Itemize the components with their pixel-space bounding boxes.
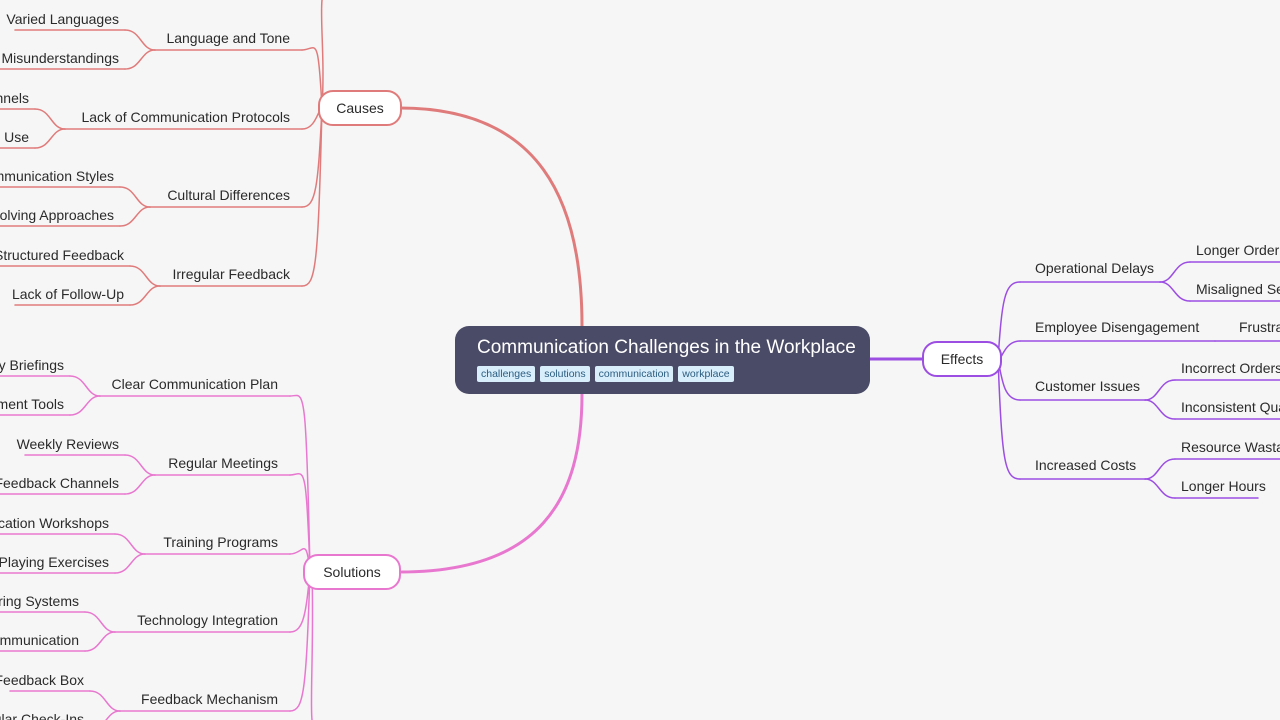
solutions-leaf-connector-weekly-reviews (124, 454, 156, 476)
solutions-leaf-connector-feedback-box (89, 690, 121, 712)
solutions-trunk-clear-communication-plan (289, 394, 311, 573)
solutions-subtopic-training-programs[interactable]: Training Programs (163, 534, 278, 550)
causes-leaf-connector-e-misunderstandings (124, 49, 156, 70)
solutions-leaf-connector-nication-workshops (114, 533, 146, 555)
effects-leaf-resource-wastage[interactable]: Resource Wastage (1181, 439, 1280, 455)
effects-node-label: Effects (941, 351, 984, 367)
effects-leaf-connector-longer-order-t (1159, 261, 1191, 283)
solutions-leaf-le-playing-exercises[interactable]: le-Playing Exercises (0, 554, 109, 570)
effects-leaf-longer-hours[interactable]: Longer Hours (1181, 478, 1266, 494)
solutions-leaf-n-feedback-channels[interactable]: n Feedback Channels (0, 475, 119, 491)
solutions-leaf-connector-ommunication (84, 631, 116, 652)
solutions-subtopic-clear-communication-plan[interactable]: Clear Communication Plan (111, 376, 278, 392)
root-topic-title: Communication Challenges in the Workplac… (477, 337, 856, 358)
causes-subtopic-irregular-feedback[interactable]: Irregular Feedback (172, 266, 291, 282)
causes-leaf-annels[interactable]: annels (0, 90, 29, 106)
root-tags: challenges solutions communication workp… (477, 366, 848, 382)
causes-node[interactable]: Causes (318, 90, 402, 126)
solutions-subtopic-regular-meetings[interactable]: Regular Meetings (168, 455, 278, 471)
solutions-leaf-weekly-reviews[interactable]: Weekly Reviews (17, 436, 119, 452)
causes-leaf-lack-of-follow-up[interactable]: Lack of Follow-Up (12, 286, 124, 302)
causes-node-label: Causes (336, 100, 383, 116)
solutions-leaf-connector-egular-check-ins (105, 710, 121, 720)
solutions-leaf-connector-ly-briefings (69, 375, 101, 397)
causes-node-frame (318, 90, 402, 126)
effects-leaf-inconsistent-qua[interactable]: Inconsistent Qua (1181, 399, 1280, 415)
causes-leaf-varied-languages[interactable]: Varied Languages (6, 11, 119, 27)
root-to-solutions-connector (398, 392, 584, 574)
solutions-offscreen-connector (310, 571, 314, 720)
effects-leaf-incorrect-orders[interactable]: Incorrect Orders (1181, 360, 1280, 376)
effects-subtopic-increased-costs[interactable]: Increased Costs (1035, 457, 1136, 473)
solutions-trunk-feedback-mechanism (289, 571, 311, 712)
causes-leaf-connector-varied-languages (124, 29, 156, 51)
solutions-leaf-connector-le-playing-exercises (114, 553, 146, 574)
effects-leaf-connector-misaligned-ser (1159, 281, 1191, 302)
effects-leaf-connector-resource-wastage (1144, 458, 1176, 480)
causes-leaf-connector-tal-use (34, 128, 66, 149)
solutions-subtopic-feedback-mechanism[interactable]: Feedback Mechanism (141, 691, 278, 707)
tag-solutions[interactable]: solutions (540, 366, 590, 382)
causes-offscreen-connector (320, 0, 324, 109)
effects-leaf-longer-order-t[interactable]: Longer Order T (1196, 242, 1280, 258)
causes-subtopic-language-and-tone[interactable]: Language and Tone (166, 30, 290, 46)
solutions-node-frame (303, 554, 401, 590)
causes-trunk-language-and-tone (301, 46, 323, 109)
solutions-leaf-ommunication[interactable]: ommunication (0, 632, 79, 648)
solutions-leaf-feedback-box[interactable]: Feedback Box (0, 672, 84, 688)
solutions-node[interactable]: Solutions (303, 554, 401, 590)
causes-subtopic-lack-of-communication-protocols[interactable]: Lack of Communication Protocols (81, 109, 290, 125)
causes-leaf-connector-ommunication-styles (119, 186, 151, 208)
causes-leaf-o-structured-feedback[interactable]: o Structured Feedback (0, 247, 125, 263)
solutions-leaf-connector-dering-systems (84, 611, 116, 633)
effects-node[interactable]: Effects (922, 341, 1002, 377)
effects-leaf-connector-longer-hours (1144, 478, 1176, 499)
tag-challenges[interactable]: challenges (477, 366, 536, 382)
causes-leaf-connector-solving-approaches (119, 206, 151, 227)
root-topic-node[interactable]: Communication Challenges in the Workplac… (455, 326, 870, 394)
solutions-leaf-ment-tools[interactable]: ment Tools (0, 396, 64, 412)
tag-workplace[interactable]: workplace (678, 366, 734, 382)
tag-communication[interactable]: communication (594, 366, 674, 382)
effects-leaf-connector-inconsistent-qua (1144, 399, 1176, 420)
effects-leaf-misaligned-ser[interactable]: Misaligned Ser (1196, 281, 1280, 297)
solutions-leaf-ly-briefings[interactable]: ly Briefings (0, 357, 64, 373)
causes-leaf-connector-annels (34, 108, 66, 130)
effects-leaf-frustra[interactable]: Frustra (1239, 319, 1280, 335)
causes-leaf-connector-o-structured-feedback (129, 265, 161, 287)
effects-trunk-increased-costs (997, 358, 1021, 480)
solutions-trunk-regular-meetings (289, 472, 311, 573)
causes-leaf-connector-lack-of-follow-up (129, 285, 161, 306)
effects-leaf-connector-incorrect-orders (1144, 379, 1176, 401)
solutions-node-label: Solutions (323, 564, 381, 580)
effects-subtopic-customer-issues[interactable]: Customer Issues (1035, 378, 1140, 394)
solutions-leaf-connector-n-feedback-channels (124, 474, 156, 495)
effects-trunk-operational-delays (997, 281, 1021, 360)
causes-leaf-e-misunderstandings[interactable]: e Misunderstandings (0, 50, 119, 66)
solutions-leaf-nication-workshops[interactable]: nication Workshops (0, 515, 109, 531)
causes-leaf-ommunication-styles[interactable]: ommunication Styles (0, 168, 114, 184)
solutions-leaf-egular-check-ins[interactable]: egular Check-Ins (0, 711, 84, 720)
effects-subtopic-operational-delays[interactable]: Operational Delays (1035, 260, 1154, 276)
causes-leaf-solving-approaches[interactable]: -Solving Approaches (0, 207, 114, 223)
causes-subtopic-cultural-differences[interactable]: Cultural Differences (167, 187, 290, 203)
node-labels: Language and Tone Varied Languages e Misun… (0, 11, 1280, 720)
root-to-causes-connector (398, 106, 584, 328)
solutions-leaf-dering-systems[interactable]: dering Systems (0, 593, 79, 609)
effects-node-frame (922, 341, 1002, 377)
causes-leaf-tal-use[interactable]: tal Use (0, 129, 29, 145)
solutions-subtopic-technology-integration[interactable]: Technology Integration (137, 612, 278, 628)
effects-subtopic-employee-disengagement[interactable]: Employee Disengagement (1035, 319, 1199, 335)
solutions-leaf-connector-ment-tools (69, 395, 101, 416)
causes-trunk-irregular-feedback (301, 107, 323, 287)
